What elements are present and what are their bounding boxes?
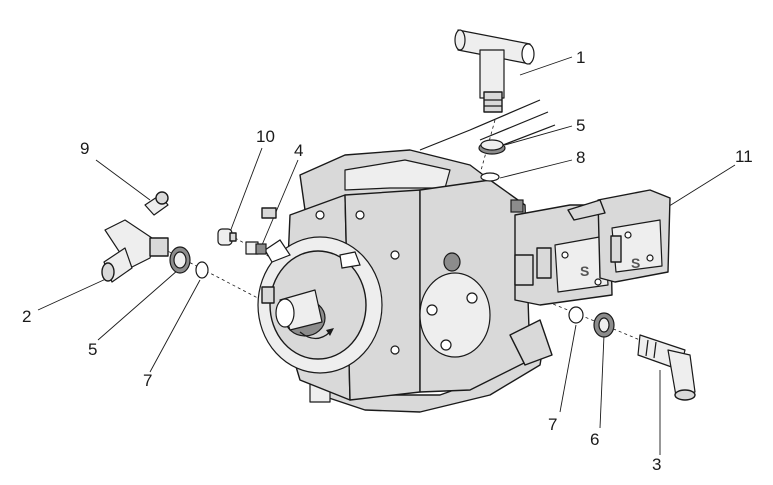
callout-10: 10 — [256, 127, 275, 146]
nut-upper — [478, 139, 506, 155]
callout-5-left: 5 — [88, 340, 97, 359]
nut-left — [169, 246, 191, 274]
callout-2: 2 — [22, 307, 31, 326]
callout-5-upper: 5 — [576, 116, 585, 135]
o-ring-8 — [480, 172, 500, 182]
callout-8: 8 — [576, 148, 585, 167]
auxiliary-pump: S S — [510, 189, 671, 306]
cap-9 — [144, 191, 169, 216]
nut-lower — [593, 312, 615, 338]
callout-3: 3 — [652, 455, 661, 474]
elbow-fitting — [637, 334, 696, 401]
callout-labels: 1 5 8 11 10 4 9 2 5 7 7 6 3 — [22, 48, 753, 474]
pump-housing — [257, 149, 553, 413]
plug-10 — [217, 228, 237, 246]
housing-mark-1: S — [580, 263, 589, 279]
callout-7-left: 7 — [143, 371, 152, 390]
seal-ring-lower — [568, 306, 584, 324]
housing-mark-2: S — [631, 255, 640, 271]
callout-7-lower: 7 — [548, 415, 557, 434]
callout-11: 11 — [735, 147, 753, 166]
tee-fitting — [101, 219, 169, 283]
seal-ring-left — [195, 261, 209, 279]
callout-4: 4 — [294, 141, 303, 160]
callout-1: 1 — [576, 48, 585, 67]
t-handle-fitting — [454, 29, 535, 113]
callout-6: 6 — [590, 430, 599, 449]
callout-9: 9 — [80, 139, 89, 158]
fitting-4 — [245, 241, 267, 255]
